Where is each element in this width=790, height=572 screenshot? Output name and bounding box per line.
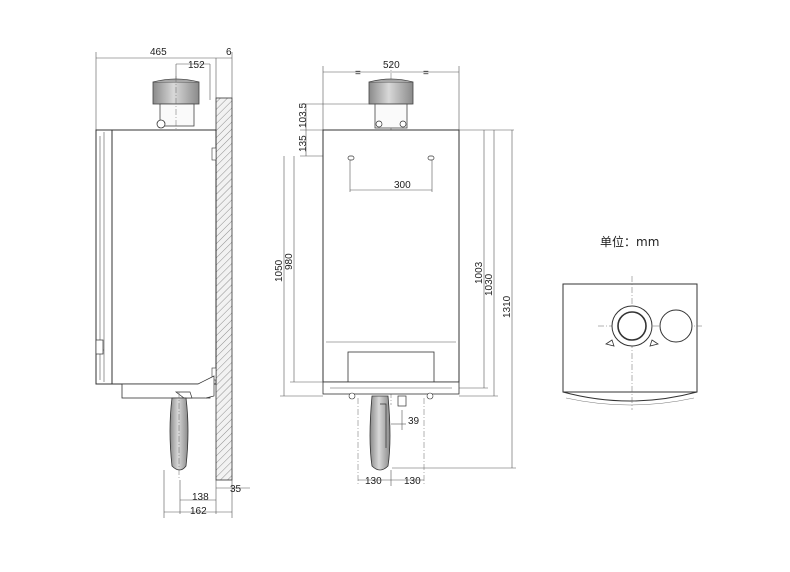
equal-mark-left: = xyxy=(355,68,361,79)
dim-wall-gap-6: 6 xyxy=(226,47,232,58)
dim-height-1030: 1030 xyxy=(484,273,495,296)
main-knob xyxy=(605,305,659,347)
dim-bottom-138: 138 xyxy=(192,492,209,503)
dim-top-135: 135 xyxy=(298,135,309,152)
unit-label: 单位：mm xyxy=(600,234,659,249)
secondary-knob xyxy=(659,309,693,343)
dim-holes-300: 300 xyxy=(394,180,411,191)
dim-wall-35: 35 xyxy=(230,484,242,495)
dim-bottom-162: 162 xyxy=(190,506,207,517)
front-view: 520 = = 103.5 135 xyxy=(274,60,516,487)
dim-bottom-right-130: 130 xyxy=(404,476,421,487)
dim-width-520: 520 xyxy=(383,60,400,71)
side-flue-pipe xyxy=(152,76,200,132)
dim-depth-465: 465 xyxy=(150,47,167,58)
front-bottom-pipes xyxy=(357,395,425,484)
front-heater-body xyxy=(322,129,460,400)
dim-top-103-5: 103.5 xyxy=(298,103,309,128)
control-panel-view xyxy=(562,276,702,410)
side-heater-body xyxy=(95,129,217,399)
dim-pipe-39: 39 xyxy=(408,416,420,427)
dim-height-1050: 1050 xyxy=(274,259,285,282)
side-view: 465 152 6 xyxy=(95,47,250,518)
front-flue-pipe xyxy=(368,78,414,129)
dim-height-1310: 1310 xyxy=(502,295,513,318)
dim-height-980: 980 xyxy=(284,253,295,270)
side-bottom-pipe xyxy=(169,391,193,480)
equal-mark-right: = xyxy=(423,68,429,79)
dim-flue-152: 152 xyxy=(188,60,205,71)
dim-height-1003: 1003 xyxy=(474,261,485,284)
wall-section xyxy=(215,97,233,481)
dim-bottom-left-130: 130 xyxy=(365,476,382,487)
